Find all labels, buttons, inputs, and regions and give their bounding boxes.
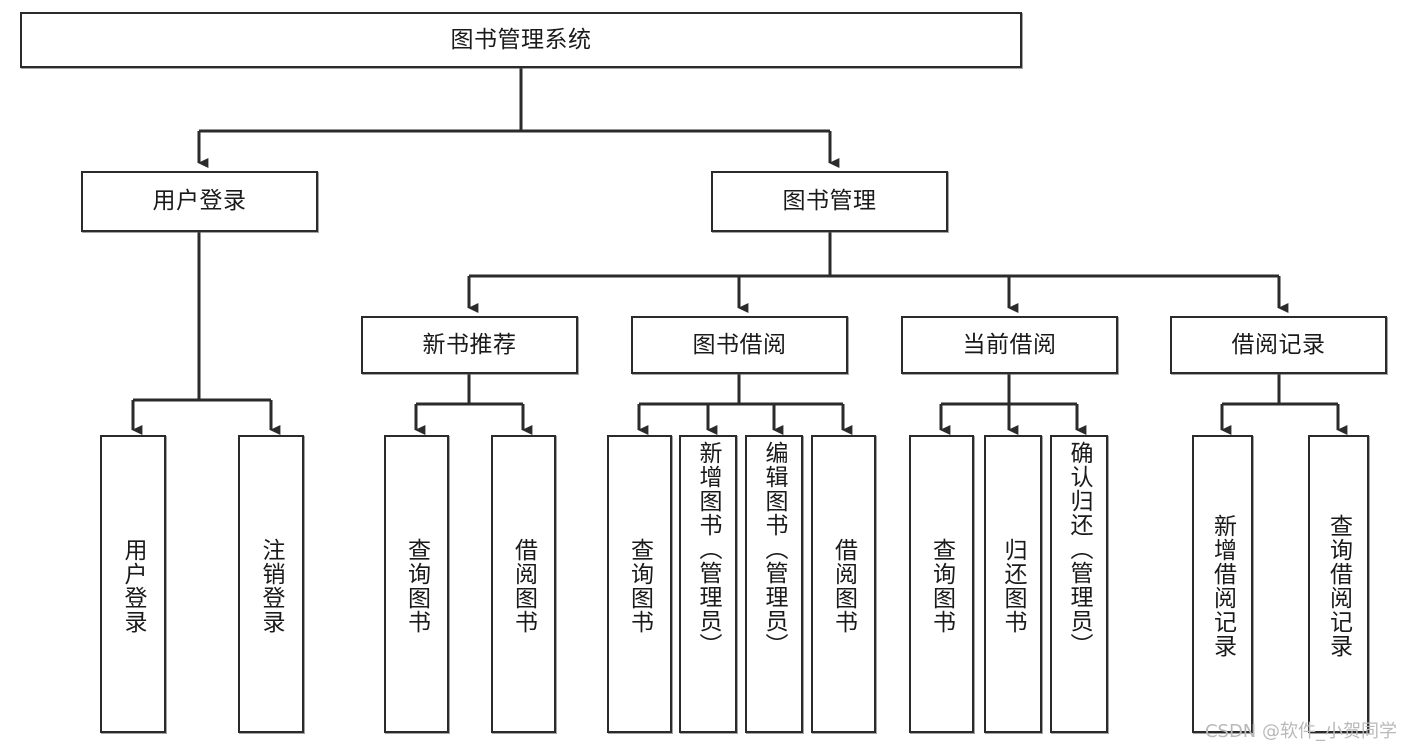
- node-book-borrow-label: 图书借阅: [692, 331, 787, 358]
- node-leaf-user-login-label: 用户登录: [120, 538, 147, 634]
- node-leaf-query-book-1[interactable]: 查询图书: [384, 435, 449, 733]
- node-book-manage[interactable]: 图书管理: [711, 171, 948, 232]
- node-leaf-query-book-3-label: 查询图书: [928, 538, 955, 634]
- node-leaf-query-record[interactable]: 查询借阅记录: [1308, 435, 1369, 733]
- node-leaf-user-login[interactable]: 用户登录: [100, 435, 166, 733]
- watermark-text: CSDN @软件_小贺同学: [1204, 721, 1397, 742]
- node-leaf-borrow-book-2[interactable]: 借阅图书: [811, 435, 876, 733]
- node-leaf-borrow-book-2-label: 借阅图书: [830, 538, 857, 634]
- node-leaf-edit-book[interactable]: 编辑图书（管理员）: [745, 435, 803, 733]
- node-user-login-label: 用户登录: [152, 188, 247, 214]
- node-leaf-add-book-label: 新增图书（管理员）: [695, 441, 722, 657]
- node-new-book-recommend-label: 新书推荐: [422, 331, 517, 358]
- node-user-login[interactable]: 用户登录: [81, 171, 318, 232]
- node-book-manage-label: 图书管理: [782, 188, 877, 214]
- node-leaf-query-book-1-label: 查询图书: [403, 538, 430, 634]
- node-borrow-record[interactable]: 借阅记录: [1170, 316, 1387, 374]
- node-leaf-borrow-book-1-label: 借阅图书: [510, 538, 537, 634]
- node-leaf-add-book[interactable]: 新增图书（管理员）: [679, 435, 737, 733]
- node-leaf-add-record[interactable]: 新增借阅记录: [1192, 435, 1253, 733]
- node-leaf-return-book-label: 归还图书: [1000, 538, 1027, 634]
- node-leaf-query-record-label: 查询借阅记录: [1325, 514, 1352, 658]
- node-current-borrow[interactable]: 当前借阅: [901, 316, 1118, 374]
- node-leaf-logout[interactable]: 注销登录: [238, 435, 304, 733]
- node-leaf-borrow-book-1[interactable]: 借阅图书: [491, 435, 556, 733]
- node-book-borrow[interactable]: 图书借阅: [631, 316, 848, 374]
- node-leaf-query-book-2[interactable]: 查询图书: [607, 435, 672, 733]
- node-leaf-query-book-2-label: 查询图书: [626, 538, 653, 634]
- node-root-label: 图书管理系统: [450, 26, 592, 53]
- node-leaf-confirm-return-label: 确认归还（管理员）: [1066, 441, 1093, 657]
- node-leaf-logout-label: 注销登录: [258, 538, 285, 634]
- node-current-borrow-label: 当前借阅: [962, 331, 1057, 358]
- node-borrow-record-label: 借阅记录: [1231, 331, 1326, 358]
- node-leaf-query-book-3[interactable]: 查询图书: [909, 435, 974, 733]
- node-new-book-recommend[interactable]: 新书推荐: [361, 316, 578, 374]
- node-leaf-edit-book-label: 编辑图书（管理员）: [761, 441, 788, 657]
- node-leaf-add-record-label: 新增借阅记录: [1209, 514, 1236, 658]
- node-leaf-return-book[interactable]: 归还图书: [984, 435, 1042, 733]
- node-leaf-confirm-return[interactable]: 确认归还（管理员）: [1050, 435, 1108, 733]
- node-root[interactable]: 图书管理系统: [20, 12, 1022, 68]
